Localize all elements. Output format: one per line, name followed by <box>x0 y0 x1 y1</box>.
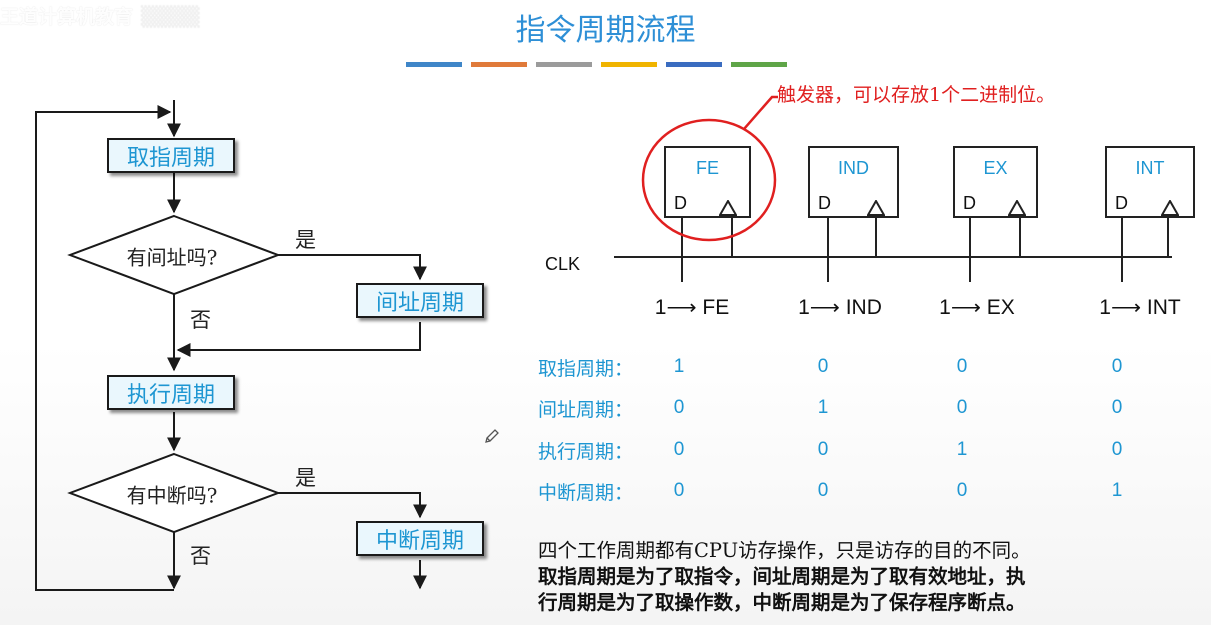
set-ex-label: 1⟶ EX <box>939 296 1015 319</box>
ind-value: 0 <box>817 480 829 501</box>
summary-line-3: 行周期是为了取操作数，中断周期是为了保存程序断点。 <box>538 591 1026 614</box>
annotation-pointer <box>743 95 778 130</box>
fetch-cycle-box: 取指周期 <box>107 138 235 173</box>
d-input-label: D <box>818 193 831 213</box>
fe-value: 0 <box>673 397 685 418</box>
ind-value: 0 <box>817 356 829 377</box>
flipflop-name: EX <box>983 158 1008 178</box>
row-label: 取指周期： <box>538 358 634 380</box>
underline-segment <box>471 62 527 67</box>
underline-segment <box>406 62 462 67</box>
table-row: 中断周期： 0 0 0 1 <box>538 478 1178 508</box>
flipflop-name: IND <box>838 158 869 178</box>
underline-segment <box>666 62 722 67</box>
summary-paragraph: 四个工作周期都有CPU访存操作，只是访存的目的不同。 取指周期是为了取指令，间址… <box>538 538 1168 616</box>
ex-value: 0 <box>956 480 968 501</box>
highlight-circle <box>641 118 777 242</box>
underline-segment <box>601 62 657 67</box>
flipflop-int: INT D <box>1105 146 1195 218</box>
set-fe-label: 1⟶ FE <box>654 296 730 319</box>
d-input-label: D <box>963 193 976 213</box>
flipflop-annotation: 触发器，可以存放1个二进制位。 <box>777 84 1056 106</box>
underline-segment <box>536 62 592 67</box>
d-input-label: D <box>674 193 687 213</box>
clock-triangle-icon <box>867 200 885 216</box>
interrupt-decision-label: 有中断吗? <box>126 483 218 508</box>
indirect-decision-label: 有间址吗? <box>126 245 218 270</box>
interrupt-cycle-box: 中断周期 <box>356 521 484 556</box>
ex-value: 0 <box>956 356 968 377</box>
int-value: 1 <box>1111 480 1123 501</box>
set-ind-label: 1⟶ IND <box>798 296 882 319</box>
page-title: 指令周期流程 <box>515 13 696 48</box>
flipflop-name: FE <box>695 158 719 178</box>
ex-value: 1 <box>956 439 968 460</box>
row-label: 中断周期： <box>538 482 634 504</box>
int-value: 0 <box>1111 356 1123 377</box>
fe-value: 0 <box>673 480 685 501</box>
ind-value: 0 <box>817 439 829 460</box>
clk-label: CLK <box>545 254 581 274</box>
summary-line-2: 取指周期是为了取指令，间址周期是为了取有效地址，执 <box>538 565 1026 588</box>
set-int-label: 1⟶ INT <box>1099 296 1181 319</box>
flipflop-ex: EX D <box>953 146 1038 218</box>
int-value: 0 <box>1111 439 1123 460</box>
execute-cycle-box: 执行周期 <box>107 375 235 410</box>
interrupt-yes-label: 是 <box>295 466 316 490</box>
flipflop-name: INT <box>1135 158 1165 178</box>
table-row: 取指周期： 1 0 0 0 <box>538 354 1178 384</box>
fe-value: 0 <box>673 439 685 460</box>
watermark-logo: 王道计算机教育▒▒▒▒ <box>0 6 200 28</box>
pencil-icon[interactable] <box>484 428 500 444</box>
d-input-label: D <box>1115 193 1128 213</box>
flipflop-ind: IND D <box>808 146 899 218</box>
row-label: 执行周期： <box>538 441 634 463</box>
fe-value: 1 <box>673 356 685 377</box>
row-label: 间址周期： <box>538 399 634 421</box>
table-row: 间址周期： 0 1 0 0 <box>538 395 1178 425</box>
table-row: 执行周期： 0 0 1 0 <box>538 437 1178 467</box>
flipflop-fe: FE D <box>664 146 751 218</box>
indirect-no-label: 否 <box>190 308 211 332</box>
clock-triangle-icon <box>719 200 737 216</box>
clock-triangle-icon <box>1008 200 1026 216</box>
int-value: 0 <box>1111 397 1123 418</box>
interrupt-no-label: 否 <box>190 544 211 568</box>
indirect-yes-label: 是 <box>295 228 316 252</box>
ex-value: 0 <box>956 397 968 418</box>
indirect-cycle-box: 间址周期 <box>356 283 484 318</box>
ind-value: 1 <box>817 397 829 418</box>
clock-triangle-icon <box>1161 200 1179 216</box>
underline-segment <box>731 62 787 67</box>
summary-line-1: 四个工作周期都有CPU访存操作，只是访存的目的不同。 <box>538 539 1031 562</box>
